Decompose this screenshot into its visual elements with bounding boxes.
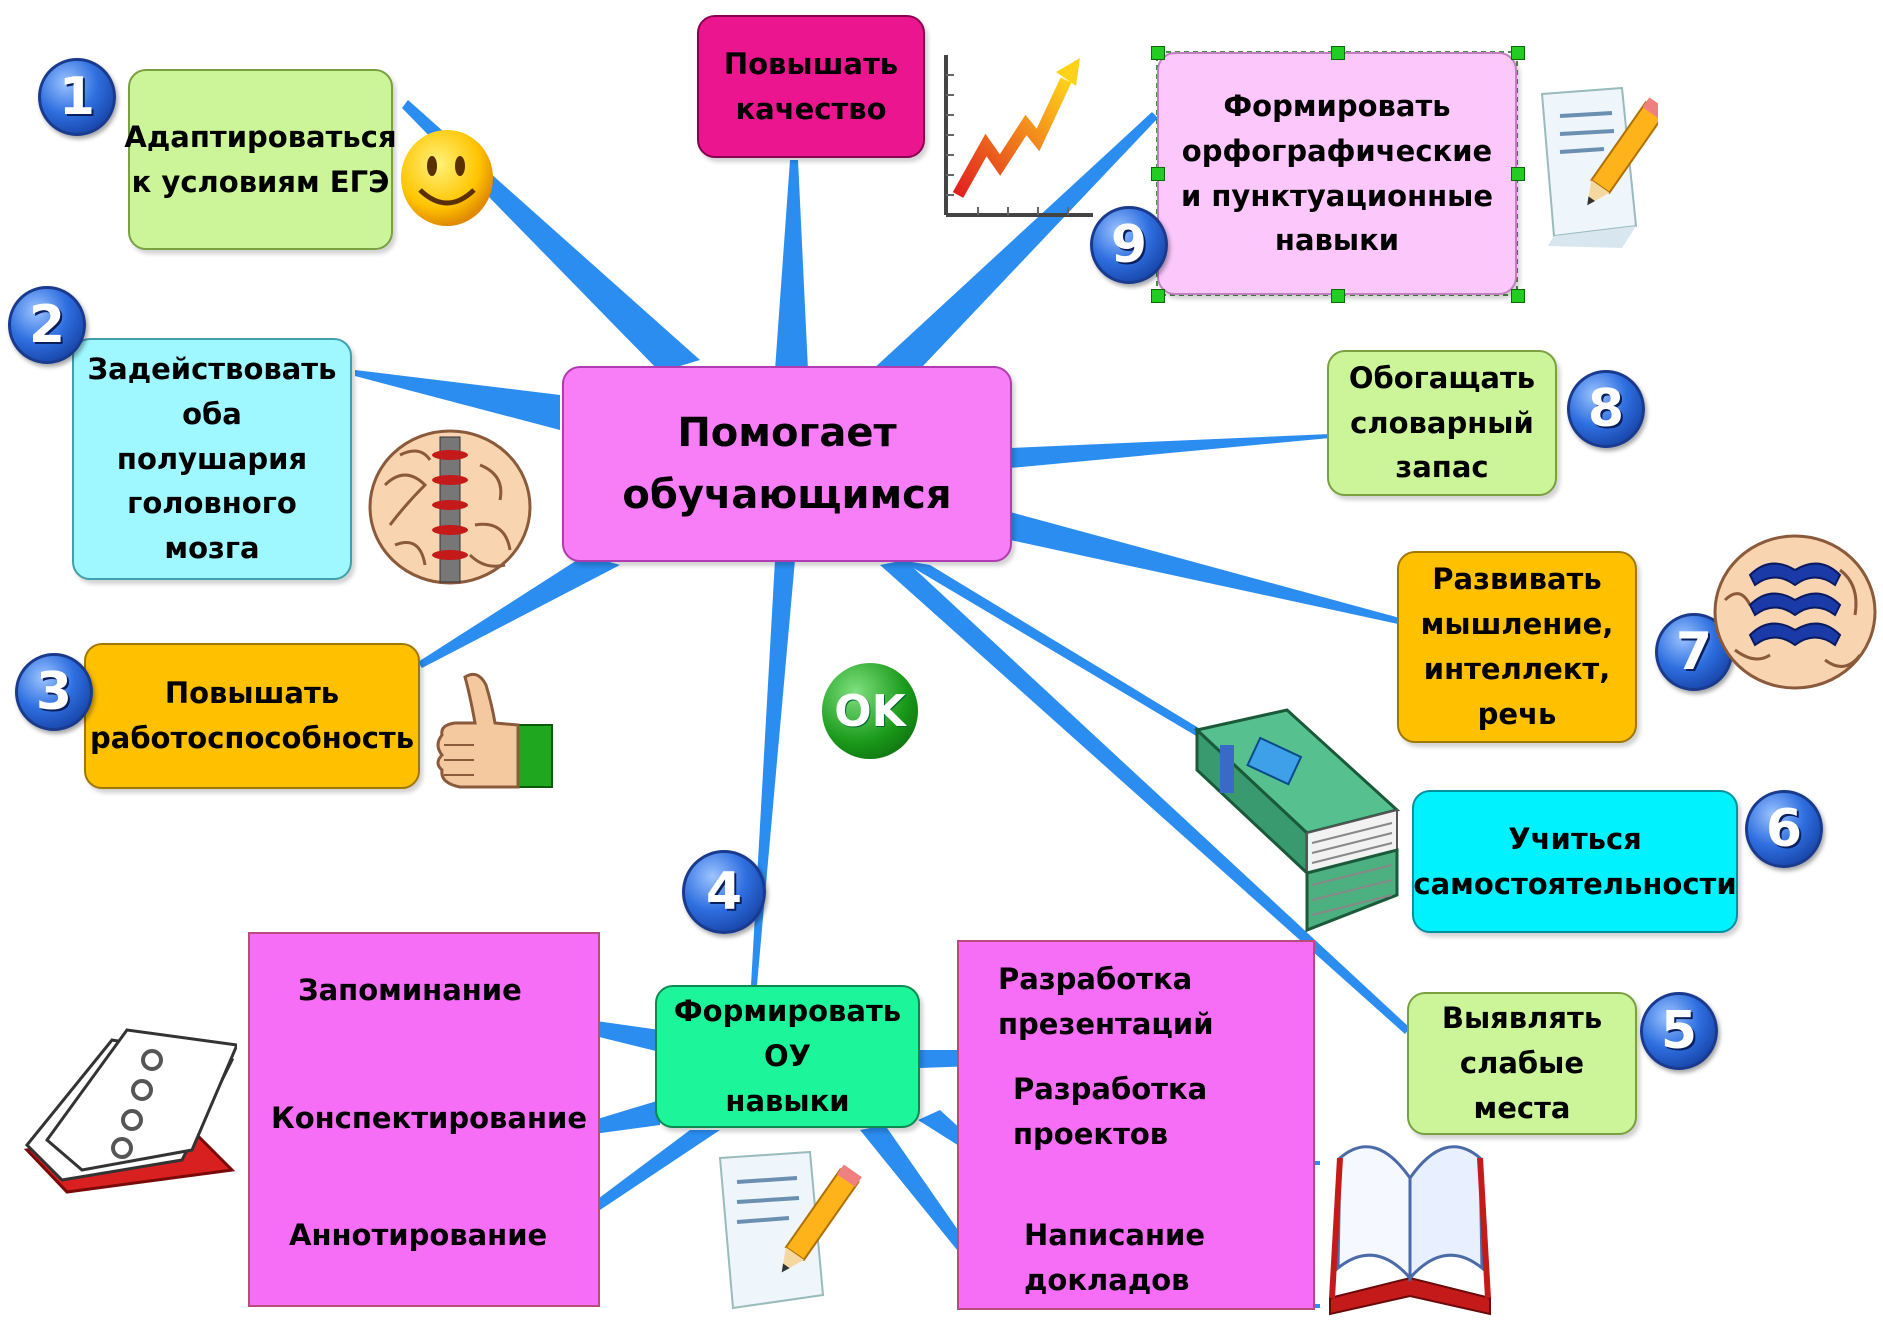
link-9 (870, 112, 1158, 385)
resize-handle[interactable] (1511, 167, 1525, 181)
link-7 (1010, 512, 1400, 624)
badge-8: 8 (1567, 370, 1645, 448)
node-5-label: Выявлять слабые места (1441, 1001, 1603, 1125)
document-pencil-icon-2 (718, 1150, 862, 1310)
brain-book-icon (1713, 534, 1877, 690)
resize-handle[interactable] (1511, 289, 1525, 303)
resize-handle[interactable] (1331, 46, 1345, 60)
resize-handle[interactable] (1511, 46, 1525, 60)
node-4[interactable]: Формировать ОУ навыки (655, 985, 920, 1128)
sub-reports: Написание докладов (1024, 1218, 1205, 1297)
badge-1: 1 (38, 58, 116, 136)
badge-6: 6 (1745, 790, 1823, 868)
node-quality-label: Повышать качество (723, 46, 899, 126)
brain-spine-icon (368, 429, 532, 585)
link-4 (751, 560, 795, 985)
document-pencil-icon (1540, 86, 1658, 248)
link-top (775, 160, 808, 370)
node-8[interactable]: Обогащать словарный запас (1327, 350, 1557, 496)
chart-arrow-icon (944, 55, 1093, 217)
node-8-label: Обогащать словарный запас (1348, 360, 1536, 485)
open-book-icon (1329, 1145, 1491, 1316)
sub-annotation: Аннотирование (289, 1218, 548, 1252)
book-stack-icon (1193, 708, 1401, 933)
node-4-label: Формировать ОУ навыки (673, 994, 902, 1118)
badge-5: 5 (1640, 992, 1718, 1070)
right-subpanel (957, 940, 1315, 1310)
node-1[interactable]: Адаптироваться к условиям ЕГЭ (124, 69, 397, 250)
node-7-label: Развивать мышление, интеллект, речь (1420, 562, 1614, 731)
badge-2: 2 (8, 286, 86, 364)
sub-presentations: Разработка презентаций (998, 962, 1214, 1041)
notebook-icon (23, 1028, 237, 1194)
node-6-label: Учиться самостоятельности (1413, 821, 1737, 901)
link-5 (880, 560, 1410, 1034)
link-8 (1010, 434, 1330, 468)
resize-handle[interactable] (1151, 289, 1165, 303)
resize-handle[interactable] (1151, 167, 1165, 181)
sub-projects: Разработка проектов (1013, 1072, 1208, 1151)
link-6 (900, 560, 1235, 756)
left-subpanel (248, 932, 600, 1307)
node-5[interactable]: Выявлять слабые места (1407, 992, 1637, 1135)
sub-memorization: Запоминание (298, 973, 522, 1007)
node-2-label: Задействовать оба полушария головного мо… (87, 351, 337, 566)
ok-badge: OK (822, 663, 918, 759)
sub-note-taking: Конспектирование (271, 1101, 587, 1135)
node-6[interactable]: Учиться самостоятельности (1412, 790, 1738, 933)
central-label: Помогает обучающимся (622, 410, 952, 518)
node-2[interactable]: Задействовать оба полушария головного мо… (72, 338, 352, 580)
smiley-icon (401, 130, 493, 226)
resize-handle[interactable] (1151, 46, 1165, 60)
badge-4: 4 (682, 850, 766, 934)
link-2 (355, 370, 560, 430)
resize-handle[interactable] (1331, 289, 1345, 303)
node-7[interactable]: Развивать мышление, интеллект, речь (1397, 551, 1637, 743)
badge-3: 3 (15, 653, 93, 731)
badge-9: 9 (1090, 206, 1168, 284)
node-quality[interactable]: Повышать качество (697, 15, 925, 158)
central-node[interactable]: Помогает обучающимся (562, 366, 1012, 562)
thumbs-up-icon (436, 672, 553, 789)
node-9-label: Формировать орфографические и пунктуацио… (1180, 88, 1494, 258)
node-3[interactable]: Повышать работоспособность (84, 643, 420, 789)
node-1-label: Адаптироваться к условиям ЕГЭ (124, 119, 397, 199)
node-3-label: Повышать работоспособность (89, 676, 415, 755)
link-3 (418, 555, 620, 668)
node-9[interactable]: Формировать орфографические и пунктуацио… (1157, 52, 1517, 295)
